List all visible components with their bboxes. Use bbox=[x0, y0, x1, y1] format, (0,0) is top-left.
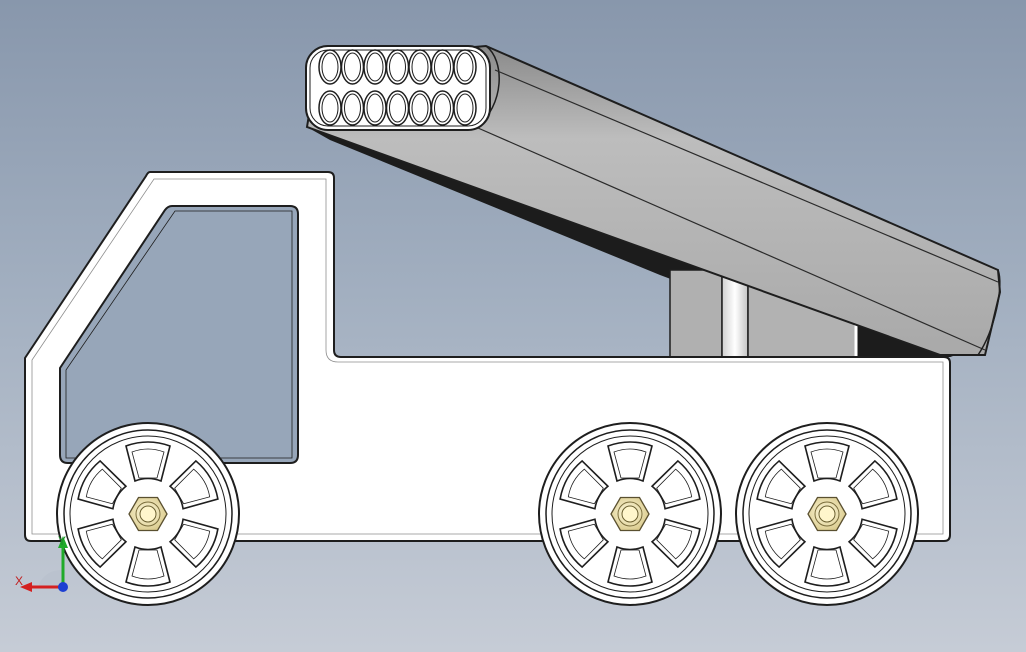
rocket-tubes bbox=[318, 49, 477, 126]
rocket-tube-inner bbox=[456, 52, 474, 82]
launcher-support-post bbox=[669, 269, 723, 359]
rocket-tube-inner bbox=[456, 93, 474, 123]
triad-y-label: Y bbox=[58, 534, 66, 548]
rocket-tube-inner bbox=[366, 52, 384, 82]
axis-triad[interactable]: X Y bbox=[14, 530, 84, 600]
triad-x-label: X bbox=[15, 574, 23, 588]
rocket-tube-inner bbox=[344, 52, 361, 82]
wheel-rear-1 bbox=[538, 422, 722, 606]
wheel-rear-2 bbox=[735, 422, 919, 606]
rocket-tube-inner bbox=[344, 93, 361, 123]
wheel-front bbox=[56, 422, 240, 606]
rocket-tube-inner bbox=[321, 93, 339, 123]
rocket-tube bbox=[453, 49, 477, 85]
cab-window bbox=[59, 205, 299, 464]
rocket-tube-inner bbox=[434, 93, 451, 123]
rocket-tube-inner bbox=[389, 93, 406, 123]
rocket-tube-inner bbox=[411, 52, 429, 82]
rocket-tube-inner bbox=[411, 93, 429, 123]
rocket-tube-inner bbox=[321, 52, 339, 82]
rocket-tube bbox=[453, 90, 477, 126]
rocket-tube-inner bbox=[366, 93, 384, 123]
rocket-tube-inner bbox=[389, 52, 406, 82]
rocket-tube-inner bbox=[434, 52, 451, 82]
